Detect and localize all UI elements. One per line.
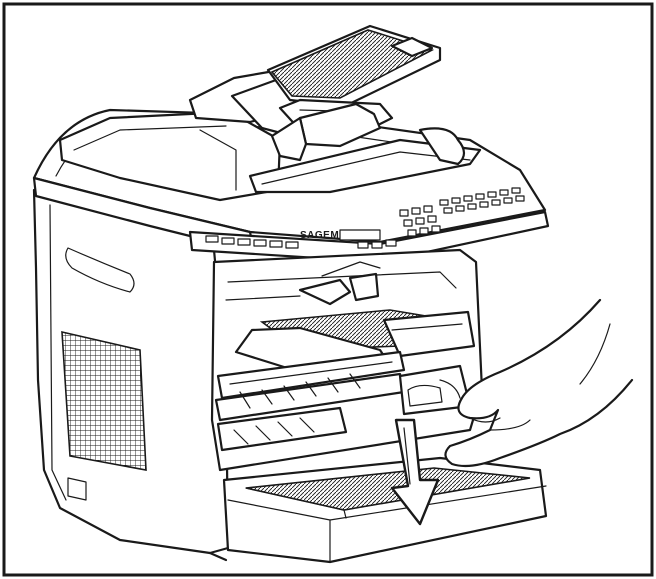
printer-body <box>32 188 230 562</box>
scanner-top: SAGEM <box>32 24 550 264</box>
vent-grille <box>61 330 147 471</box>
port-slot <box>67 477 87 501</box>
panel-buttons <box>205 187 525 249</box>
brand-label: SAGEM <box>300 230 339 241</box>
paper-tray <box>222 456 548 564</box>
hand <box>444 298 634 468</box>
down-arrow-icon <box>390 418 440 526</box>
display-screen <box>339 229 381 241</box>
toner-cartridge <box>382 310 476 358</box>
output-shelf <box>248 138 482 194</box>
front-cavity <box>210 248 484 472</box>
